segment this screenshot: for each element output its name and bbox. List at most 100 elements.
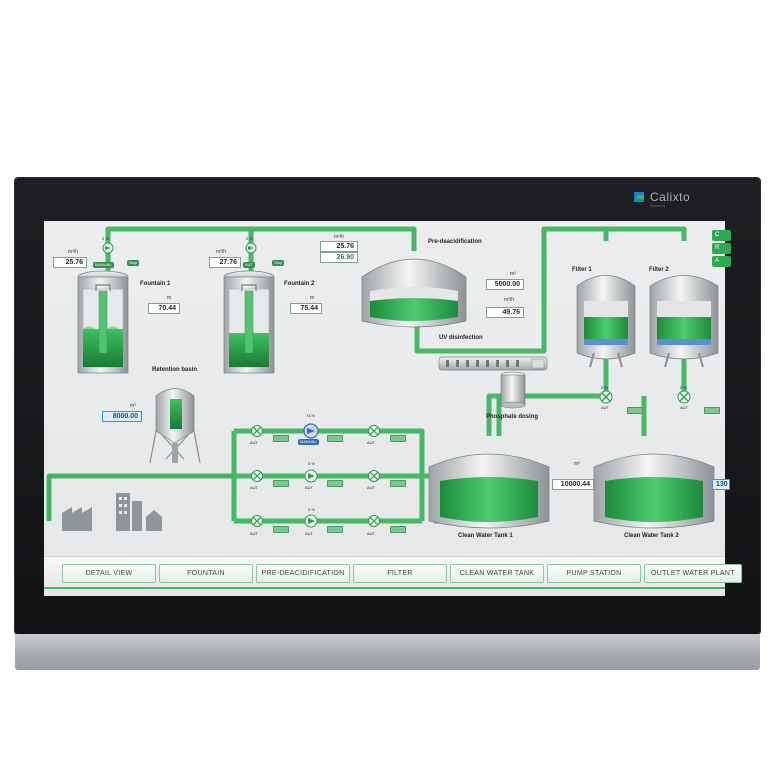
header-flow-value-2: 26.90 — [320, 252, 358, 263]
pump-1-mode: MANUAL — [298, 439, 319, 445]
phosphate-dosing-title: Phosphate dosing — [486, 414, 539, 420]
fountain-1-flow-value: 25.76 — [53, 257, 87, 268]
fountain-2-tank — [223, 270, 275, 374]
calixto-logo-icon — [632, 190, 646, 204]
clean-water-tank-2-value: 130 — [712, 479, 730, 490]
fountain-1-title: Fountain 1 — [140, 281, 171, 287]
valve-icon — [251, 515, 263, 527]
nav-clean-water-tank[interactable]: CLEAN WATER TANK — [450, 564, 544, 583]
brand-name: Calixto — [650, 190, 691, 204]
valve-mode: AUT — [250, 485, 258, 490]
pump-icon — [304, 514, 318, 528]
pump-3-mode: AUT — [305, 531, 313, 536]
nav-pre-deacidification[interactable]: PRE-DEACIDIFICATION — [256, 564, 350, 583]
pump-icon — [102, 242, 114, 254]
clean-water-tank-2 — [593, 453, 715, 529]
pump-status-chip[interactable] — [327, 526, 343, 533]
filter-1-tank — [576, 275, 636, 368]
retention-basin-value: 8000.00 — [102, 411, 142, 422]
bottom-nav-bar: DETAIL VIEW FOUNTAIN PRE-DEACIDIFICATION… — [44, 556, 742, 596]
hmi-screen: m³/h 25.76 0 % MANUAL Stop Fountain 1 m … — [44, 221, 742, 596]
uv-disinfection-title: UV disinfection — [439, 335, 483, 341]
valve-status-chip[interactable] — [390, 480, 406, 487]
fountain-2-flow-value: 27.76 — [209, 257, 241, 268]
filter-1-title: Filter 1 — [572, 267, 592, 273]
side-button-c[interactable]: C — [712, 230, 731, 241]
fountain-2-pump-pct: 0 % — [246, 236, 253, 241]
fountain-1-tank — [77, 270, 129, 374]
valve-mode: AUT — [250, 531, 258, 536]
valve-mode: AUT — [250, 440, 258, 445]
clean-water-tank-1 — [428, 453, 550, 529]
valve-status-chip[interactable] — [390, 526, 406, 533]
retention-basin-tank — [149, 388, 201, 464]
pre-deacidification-flow-unit: m³/h — [504, 297, 514, 303]
valve-icon — [368, 515, 380, 527]
valve-status-chip[interactable] — [273, 526, 289, 533]
valve-icon — [251, 425, 263, 437]
side-button-r[interactable]: R — [712, 243, 731, 254]
valve-icon — [251, 470, 263, 482]
pump-1-pct: 74 % — [306, 413, 316, 418]
clean-water-tank-2-title: Clean Water Tank 2 — [624, 533, 679, 539]
nav-pump-station[interactable]: PUMP STATION — [547, 564, 641, 583]
retention-basin-title: Retention basin — [152, 367, 198, 373]
fountain-2-status: Stop — [272, 260, 285, 266]
header-flow-value: 25.76 — [320, 241, 358, 252]
filter-1-pct: 0 % — [601, 385, 608, 390]
pump-status-chip[interactable] — [327, 480, 343, 487]
pump-status-chip[interactable] — [327, 435, 343, 442]
brand-logo: Calixto Systems — [632, 190, 691, 208]
pre-deacidification-flow: 49.76 — [486, 307, 524, 318]
nav-fountain[interactable]: FOUNTAIN — [159, 564, 253, 583]
nav-filter[interactable]: FILTER — [353, 564, 447, 583]
fountain-1-status: Stop — [127, 260, 140, 266]
pre-deacidification-volume-unit: m³ — [510, 271, 516, 277]
clean-water-tank-1-title: Clean Water Tank 1 — [458, 533, 513, 539]
pump-symbols — [102, 242, 691, 528]
phosphate-dosing-tank — [500, 371, 526, 409]
valve-icon — [368, 470, 380, 482]
fountain-2-pump-mode: AUT — [243, 262, 255, 268]
fountain-1-pump-pct: 0 % — [102, 236, 109, 241]
fountain-2-flow-unit: m³/h — [216, 249, 226, 255]
filter-2-mode: AUT — [680, 405, 688, 410]
fountain-1-level-unit: m — [167, 295, 172, 301]
filter-2-pct: 0 % — [680, 385, 687, 390]
valve-icon — [368, 425, 380, 437]
fountain-1-flow-unit: m³/h — [68, 249, 78, 255]
valve-status-chip[interactable] — [390, 435, 406, 442]
pump-3-pct: 0 % — [308, 507, 315, 512]
factory-icon — [62, 493, 162, 531]
filter-2-tank — [649, 275, 719, 368]
valve-status-chip[interactable] — [273, 480, 289, 487]
clean-water-tank-1-unit: m³ — [574, 461, 580, 467]
valve-mode: AUT — [367, 485, 375, 490]
valve-mode: AUT — [367, 440, 375, 445]
fountain-1-pump-mode: MANUAL — [93, 262, 114, 268]
pre-deacidification-title: Pre-deacidification — [428, 239, 482, 245]
nav-outlet-water-plant[interactable]: OUTLET WATER PLANT — [644, 564, 742, 583]
fountain-2-level-unit: m — [310, 295, 315, 301]
filter-2-status-chip[interactable] — [704, 407, 720, 414]
valve-icon — [677, 390, 691, 404]
pre-deacidification-volume: 5000.00 — [486, 279, 524, 290]
uv-disinfection-unit — [438, 356, 548, 371]
brand-tagline: Systems — [650, 203, 666, 208]
pump-icon — [303, 423, 319, 439]
pump-icon — [304, 469, 318, 483]
valve-status-chip[interactable] — [273, 435, 289, 442]
pump-icon — [245, 242, 257, 254]
pump-2-pct: 0 % — [308, 461, 315, 466]
header-flow-unit: m³/h — [334, 234, 344, 240]
nav-detail-view[interactable]: DETAIL VIEW — [62, 564, 156, 583]
filter-1-status-chip[interactable] — [627, 407, 643, 414]
pre-deacidification-tank — [361, 258, 467, 328]
fountain-2-title: Fountain 2 — [284, 281, 315, 287]
panel-chin — [15, 634, 760, 670]
side-button-a[interactable]: A — [712, 256, 731, 267]
clean-water-tank-1-value: 10000.44 — [552, 479, 594, 490]
fountain-2-level-value: 75.44 — [290, 303, 322, 314]
filter-1-mode: AUT — [601, 405, 609, 410]
valve-mode: AUT — [367, 531, 375, 536]
